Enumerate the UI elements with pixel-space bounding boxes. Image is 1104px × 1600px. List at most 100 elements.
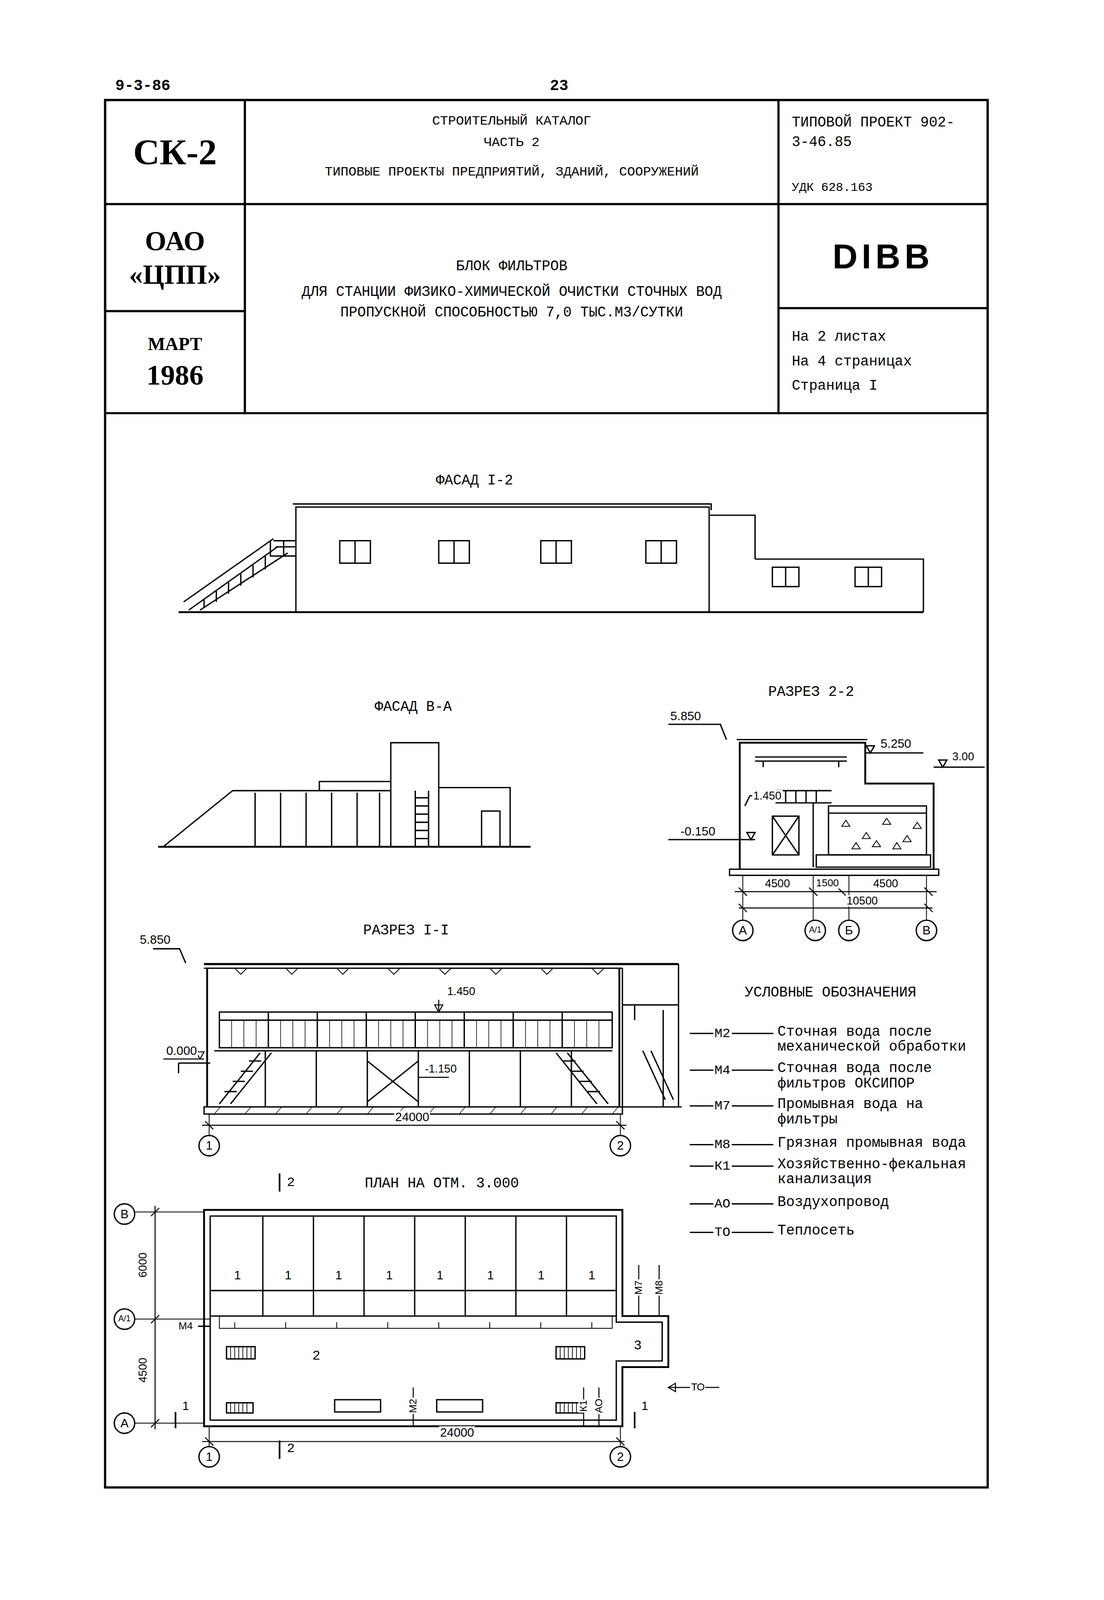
facade-v-a-line xyxy=(254,792,380,847)
floor-plan-line xyxy=(610,1446,631,1468)
section-2-2-line xyxy=(812,802,815,868)
floor-plan-line xyxy=(134,1212,211,1424)
floor-plan-line xyxy=(560,1402,577,1414)
drawing-label: ПЛАН НА ОТМ. 3.000 xyxy=(363,1176,521,1191)
drawing-label: К1 xyxy=(578,1399,589,1413)
floor-plan-line xyxy=(114,1413,135,1434)
floor-plan-line xyxy=(114,1308,135,1330)
drawing-label: М7 xyxy=(713,1099,732,1113)
section-2-2-line xyxy=(738,904,933,913)
section-2-2-line xyxy=(772,816,800,856)
date-cell: МАРТ1986 xyxy=(104,309,247,415)
drawing-label: 5.850 xyxy=(669,710,703,723)
drawing-label: М8 xyxy=(653,1279,665,1296)
drawing-label: К1 xyxy=(713,1159,732,1173)
drawing-label: 1 xyxy=(204,1139,214,1153)
legend-line-sample xyxy=(689,1069,774,1071)
section-2-2-line xyxy=(739,742,934,870)
sheet-count-cell: На 2 листахНа 4 страницахСтраница I xyxy=(777,307,989,415)
section-1-1-line xyxy=(234,968,605,975)
drawing-label: 0.000 xyxy=(165,1044,198,1057)
legend-line-sample xyxy=(689,1144,774,1146)
facade-v-a-line xyxy=(158,845,531,848)
section-1-1-line xyxy=(265,1050,572,1107)
drawing-label: 10500 xyxy=(845,895,879,907)
floor-plan-line xyxy=(230,1346,252,1359)
drawing-label: ФАСАД В-А xyxy=(373,699,453,715)
floor-plan-line xyxy=(262,1216,567,1316)
section-2-2-line xyxy=(742,875,927,921)
drawing-label: ТО xyxy=(713,1225,732,1239)
floor-plan-line xyxy=(210,1216,662,1421)
drawing-label: 1 xyxy=(485,1269,495,1282)
section-2-2-line xyxy=(729,869,939,876)
section-2-2-line xyxy=(775,790,832,803)
drawing-label: М2 xyxy=(713,1026,732,1041)
drawing-label: 1 xyxy=(181,1399,190,1413)
drawing-label: А xyxy=(119,1417,130,1430)
section-1-1 xyxy=(153,949,682,1157)
organization-cell: ОАО «ЦПП» xyxy=(104,203,247,313)
facade-v-a-line xyxy=(163,790,391,847)
drawing-label: 1 xyxy=(334,1269,344,1282)
legend-text: Промывная вода на фильтры xyxy=(777,1096,987,1127)
drawing-label: АО xyxy=(713,1197,732,1211)
section-2-2-line xyxy=(736,738,868,741)
drawing-label: 1 xyxy=(435,1269,445,1282)
drawing-label: 5.850 xyxy=(138,933,172,946)
facade-1-2-line xyxy=(178,611,924,613)
facade-1-2-line xyxy=(709,515,755,560)
facade-1-2-line xyxy=(270,540,296,556)
floor-plan-line xyxy=(150,1206,159,1430)
floor-plan-line xyxy=(175,1412,635,1429)
section-1-1-line xyxy=(610,1135,631,1157)
drawing-label: ФАСАД I-2 xyxy=(435,473,515,488)
floor-plan-line xyxy=(197,1325,211,1328)
facade-1-2-line xyxy=(785,567,787,587)
legend-text: Грязная промывная вода xyxy=(777,1135,987,1151)
section-1-1-line xyxy=(214,1050,612,1052)
section-2-2-line xyxy=(754,757,847,768)
section-2-2-line xyxy=(668,724,727,740)
drawing-label: 4500 xyxy=(871,878,900,890)
drawing-label: М8 xyxy=(713,1138,732,1152)
drawing-label: 23 xyxy=(548,78,570,95)
floor-plan-line xyxy=(436,1399,483,1413)
cell-text: МАРТ xyxy=(147,333,203,355)
drawing-label: 2 xyxy=(311,1348,321,1362)
legend-text: Воздухопровод xyxy=(777,1195,987,1210)
facade-v-a-line xyxy=(415,790,429,847)
section-1-1-line xyxy=(198,1135,220,1157)
drawing-label: 2 xyxy=(615,1450,625,1463)
catalog-title-cell: СТРОИТЕЛЬНЫЙ КАТАЛОГЧАСТЬ 2ТИПОВЫЕ ПРОЕК… xyxy=(243,98,780,205)
section-2-2-line xyxy=(841,818,922,850)
section-1-1-line xyxy=(555,1053,608,1104)
drawing-label: ТО xyxy=(689,1382,706,1393)
facade-1-2-line xyxy=(438,540,470,563)
section-1-1-line xyxy=(203,963,679,965)
drawing-label: В xyxy=(921,924,932,937)
section-1-1-line xyxy=(231,1020,599,1048)
floor-plan-line xyxy=(219,1316,613,1329)
section-2-2-line xyxy=(828,812,927,815)
cell-text: СТРОИТЕЛЬНЫЙ КАТАЛОГ xyxy=(432,111,592,133)
drawing-label: -0.150 xyxy=(679,825,717,838)
drawing-label: 3 xyxy=(632,1338,643,1352)
facade-v-a-line xyxy=(438,787,511,847)
drawing-label: 1.450 xyxy=(752,790,783,802)
legend-line-sample xyxy=(689,1203,774,1205)
cell-text: На 2 листах xyxy=(791,328,887,345)
section-1-1-line xyxy=(622,964,679,1108)
drawing-label: РАЗРЕЗ 2-2 xyxy=(767,684,856,700)
legend-line-sample xyxy=(689,1231,774,1234)
section-2-2 xyxy=(668,724,985,941)
floor-plan-line xyxy=(226,1402,254,1414)
drawing-label: В xyxy=(119,1208,130,1221)
drawing-label: АО xyxy=(593,1397,605,1414)
drawing-label: 1 xyxy=(536,1269,546,1282)
section-1-1-line xyxy=(219,1012,613,1048)
drawing-label: 2 xyxy=(285,1175,296,1189)
drawing-label: 1 xyxy=(587,1269,597,1282)
facade-1-2-line xyxy=(555,540,557,563)
floor-plan-line xyxy=(210,1290,617,1317)
